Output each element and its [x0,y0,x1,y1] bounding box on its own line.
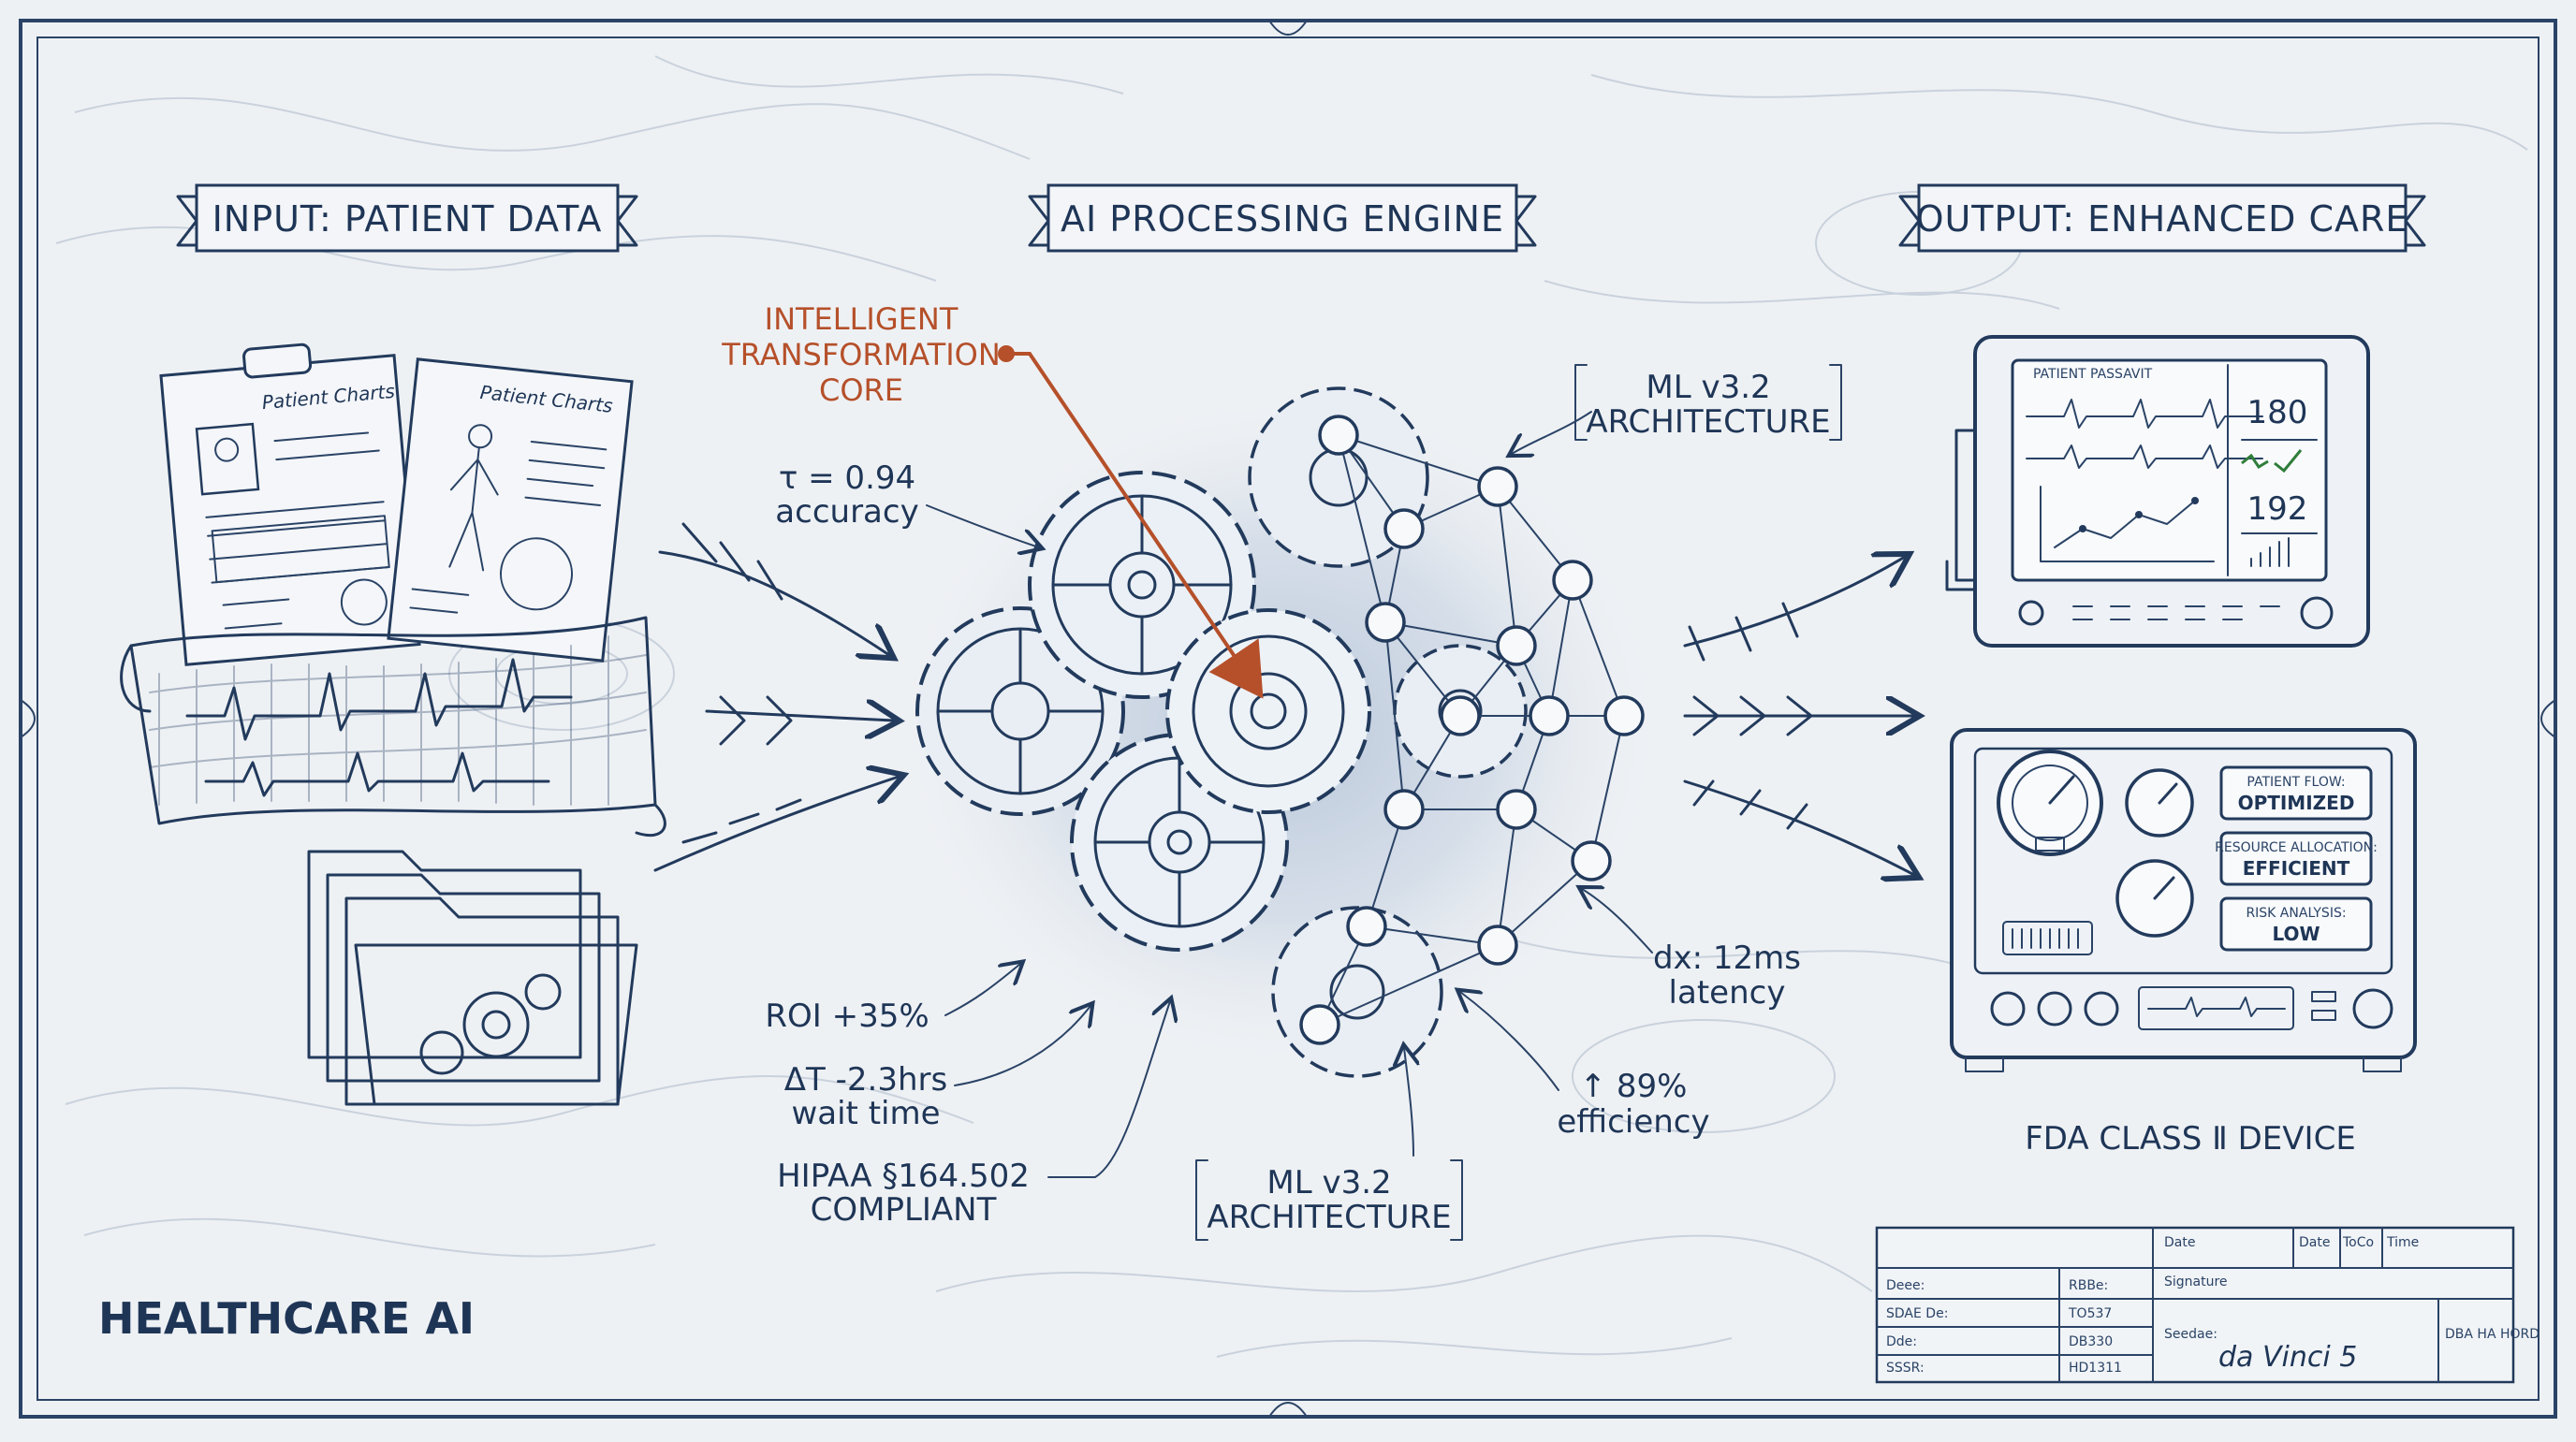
folder-stack [307,850,638,1106]
tb-sender: Seedae: [2164,1327,2217,1342]
core-callout: INTELLIGENT TRANSFORMATION CORE [721,301,1264,699]
ecg-scroll [120,616,666,838]
banner-engine: AI PROCESSING ENGINE [1028,183,1537,253]
core-label-2: TRANSFORMATION [721,337,1001,372]
patient-chart-anatomy: Patient Charts [387,357,634,663]
efficiency-label: efficiency [1557,1103,1709,1141]
core-label-1: INTELLIGENT [765,301,959,337]
tb-toco: ToCo [2342,1235,2374,1250]
delta-value: ΔT -2.3hrs [784,1061,947,1099]
callout-delta: ΔT -2.3hrs wait time [784,1006,1090,1132]
tau-label: accuracy [775,493,918,531]
tb-signature-label: Signature [2164,1274,2228,1289]
monitor-value-1: 180 [2247,394,2308,431]
banner-engine-label: AI PROCESSING ENGINE [1061,198,1504,240]
tb-row2-val: TO537 [2068,1306,2112,1321]
hipaa-status: COMPLIANT [811,1191,997,1229]
tb-row4-val: HD1311 [2069,1361,2122,1376]
patient-chart-clipboard: Patient Charts [159,342,421,666]
roi-value: ROI +35% [765,998,929,1035]
banner-input-label: INPUT: PATIENT DATA [212,198,603,240]
ml-bottom-version: ML v3.2 [1266,1164,1391,1202]
status1-label: PATIENT FLOW: [2247,775,2345,790]
latency-label: latency [1669,974,1786,1012]
status2-label: RESOURCE ALLOCATION: [2215,840,2378,855]
tb-time: Time [2386,1235,2419,1250]
tb-date: Date [2164,1235,2195,1250]
tb-date2: Date [2299,1235,2330,1250]
output-arrows [1683,557,1914,875]
gear-center [1165,608,1371,814]
latency-value: dx: 12ms [1653,939,1801,977]
callout-efficiency: ↑ 89% efficiency [1460,992,1710,1141]
status3-value: LOW [2272,923,2320,945]
tb-dba: DBA HA HORD [2445,1327,2539,1342]
status1-value: OPTIMIZED [2238,792,2355,814]
tb-row3-val: DB330 [2069,1334,2113,1349]
tb-row3-key: Dde: [1886,1334,1917,1349]
callout-hipaa: HIPAA §164.502 COMPLIANT [777,1001,1170,1229]
tb-row4-key: SSSR: [1886,1361,1925,1376]
banner-output-label: OUTPUT: ENHANCED CARE [1916,198,2409,240]
title-block: Date Date ToCo Time Signature Seedae: da… [1875,1226,2539,1384]
tb-row2-key: SDAE De: [1886,1306,1948,1321]
input-arrows [653,522,899,872]
patient-monitor: PATIENT PASSAVIT 180 192 [1945,335,2370,648]
ml-bottom-arch: ARCHITECTURE [1207,1199,1451,1236]
neural-network [1299,415,1645,1045]
ml-top-arch: ARCHITECTURE [1586,403,1830,441]
hipaa-code: HIPAA §164.502 [777,1158,1030,1195]
tau-value: τ = 0.94 [779,459,915,497]
status2-value: EFFICIENT [2243,857,2350,880]
banner-output: OUTPUT: ENHANCED CARE [1898,183,2426,253]
fda-label: FDA CLASS Ⅱ DEVICE [2025,1120,2356,1158]
brand-title: HEALTHCARE AI [98,1293,475,1344]
callout-roi: ROI +35% [765,964,1020,1035]
control-panel: PATIENT FLOW: OPTIMIZED RESOURCE ALLOCAT… [1950,728,2417,1072]
tb-row1-val: RBBe: [2069,1278,2108,1293]
callout-ml-top: ML v3.2 ARCHITECTURE [1512,364,1842,454]
core-label-3: CORE [819,372,903,408]
ml-top-version: ML v3.2 [1646,369,1770,406]
status3-label: RISK ANALYSIS: [2246,906,2346,921]
efficiency-value: ↑ 89% [1580,1068,1688,1105]
callout-latency: dx: 12ms latency [1582,889,1801,1012]
tb-signature: da Vinci 5 [2218,1341,2357,1374]
banner-input: INPUT: PATIENT DATA [176,183,638,253]
frame-border [19,19,2557,1419]
monitor-header: PATIENT PASSAVIT [2033,367,2153,382]
tb-row1-key: Deee: [1886,1278,1925,1293]
delta-label: wait time [791,1095,940,1132]
callout-ml-bottom: ML v3.2 ARCHITECTURE [1195,1048,1463,1241]
monitor-value-2: 192 [2247,490,2308,528]
callout-tau: τ = 0.94 accuracy [775,459,1039,547]
